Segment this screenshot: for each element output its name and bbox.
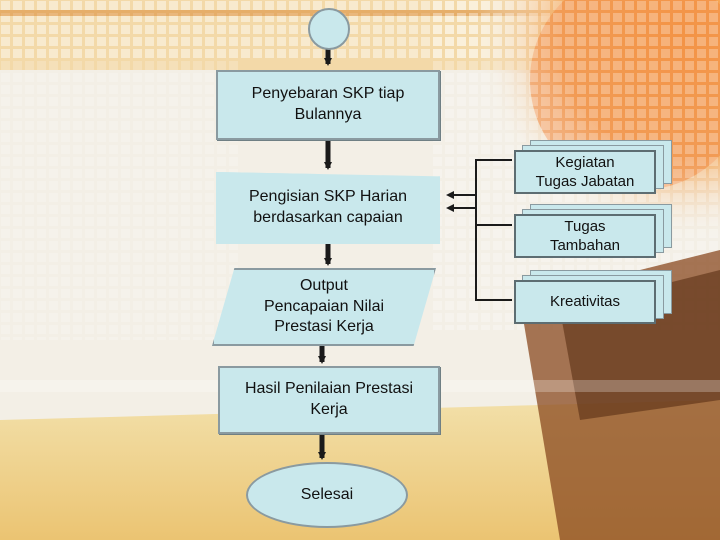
input-kegiatan-tugas-jabatan: Kegiatan Tugas Jabatan (514, 150, 656, 194)
start-node (308, 8, 350, 50)
input-kreativitas-label: Kreativitas (549, 293, 621, 311)
step-pengisian-skp: Pengisian SKP Harian berdasarkan capaian (216, 172, 440, 244)
step-pengisian-skp-label: Pengisian SKP Harian berdasarkan capaian (248, 188, 408, 226)
step-penyebaran-skp-label: Penyebaran SKP tiap Bulannya (251, 85, 405, 123)
step-output-pencapaian-label: Output Pencapaian Nilai Prestasi Kerja (263, 276, 385, 336)
input-kegiatan-tugas-jabatan-label: Kegiatan Tugas Jabatan (535, 153, 635, 191)
input-kreativitas: Kreativitas (514, 280, 656, 324)
end-node-label: Selesai (300, 485, 354, 503)
step-hasil-penilaian: Hasil Penilaian Prestasi Kerja (218, 366, 440, 434)
input-tugas-tambahan-label: Tugas Tambahan (549, 217, 621, 255)
input-tugas-tambahan: Tugas Tambahan (514, 214, 656, 258)
end-node: Selesai (246, 462, 408, 528)
step-hasil-penilaian-label: Hasil Penilaian Prestasi Kerja (244, 380, 414, 418)
step-output-pencapaian: Output Pencapaian Nilai Prestasi Kerja (212, 268, 436, 346)
bracket-inputs (475, 159, 512, 301)
step-penyebaran-skp: Penyebaran SKP tiap Bulannya (216, 70, 440, 140)
